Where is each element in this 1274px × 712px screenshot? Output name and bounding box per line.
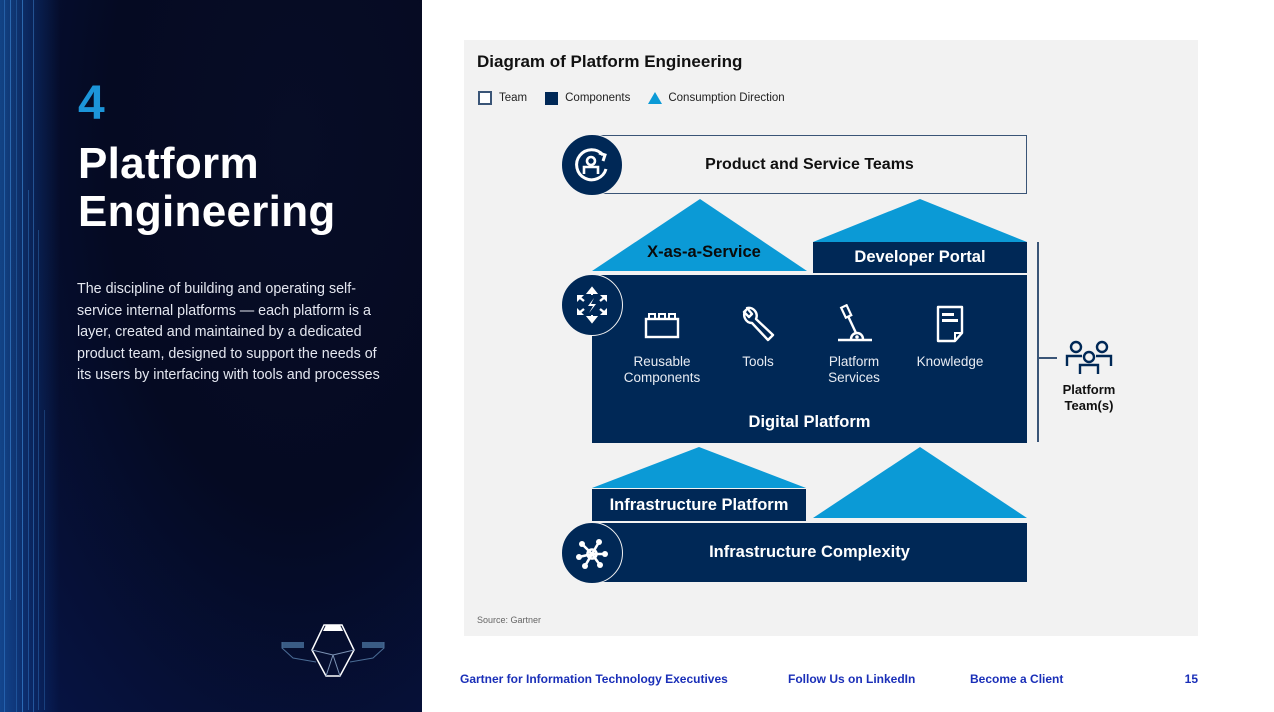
infrastructure-consumption-triangle [813, 447, 1027, 518]
section-title: Platform Engineering [78, 140, 336, 236]
user-refresh-icon [575, 148, 608, 182]
developer-portal-label: Developer Portal [854, 248, 986, 266]
outlined-square-icon [478, 91, 492, 105]
triangle-icon [648, 92, 663, 104]
digital-platform-items: Reusable Components Tools [614, 304, 998, 386]
footer-link-gartner-it-executives[interactable]: Gartner for Information Technology Execu… [460, 672, 728, 686]
legend-label: Components [565, 92, 631, 104]
footer: Gartner for Information Technology Execu… [460, 672, 1198, 690]
xaas-consumption-triangle [592, 199, 807, 271]
background-glow [0, 0, 60, 712]
section-title-line2: Engineering [78, 187, 336, 236]
source-note: Source: Gartner [477, 615, 542, 625]
lightning-arrows-icon [577, 286, 607, 324]
diagram-panel: Diagram of Platform Engineering Team Com… [464, 40, 1198, 636]
product-teams-icon-badge [561, 134, 623, 196]
platform-teams-connector [1039, 357, 1057, 359]
legend: Team Components Consumption Direction [478, 91, 803, 105]
platform-teams-bracket [1037, 242, 1039, 442]
infrastructure-platform-label: Infrastructure Platform [609, 495, 789, 514]
infrastructure-icon-badge [561, 522, 623, 584]
decor-line [44, 410, 45, 710]
section-title-line1: Platform [78, 139, 259, 188]
digital-platform-label: Digital Platform [748, 413, 871, 431]
product-service-teams-label: Product and Service Teams [705, 155, 914, 173]
developer-portal-box: Developer Portal [813, 242, 1027, 273]
decor-line [10, 0, 11, 600]
developer-portal-consumption-triangle [813, 199, 1027, 242]
digital-platform-item: Platform Services [806, 304, 902, 386]
network-hub-icon [576, 539, 608, 569]
product-service-teams-box: Product and Service Teams [592, 135, 1027, 194]
digital-platform-item: Knowledge [902, 304, 998, 386]
footer-link-become-client[interactable]: Become a Client [970, 672, 1064, 686]
filled-square-icon [545, 91, 559, 105]
digital-platform-icon-badge [561, 274, 623, 336]
infrastructure-platform-consumption-triangle [592, 447, 806, 488]
infrastructure-complexity-box: Infrastructure Complexity [592, 523, 1027, 582]
wrench-icon [742, 306, 775, 342]
item-label-line1: Reusable [633, 354, 691, 369]
decor-line [4, 0, 5, 712]
item-label-line2: Components [623, 370, 701, 385]
lever-icon [838, 304, 872, 342]
building-block-icon [644, 313, 680, 339]
platform-teams-label: Platform Team(s) [1049, 382, 1129, 414]
page-number: 15 [1184, 672, 1198, 686]
section-description: The discipline of building and operating… [77, 281, 380, 383]
xaas-label: X-as-a-Service [647, 243, 761, 261]
platform-teams-label-line2: Team(s) [1064, 398, 1114, 413]
decor-line [22, 0, 23, 712]
digital-platform-item: Tools [710, 304, 806, 386]
section-number: 4 [78, 77, 105, 130]
legend-label: Consumption Direction [668, 92, 785, 104]
infrastructure-complexity-label: Infrastructure Complexity [709, 543, 910, 561]
digital-platform-box: Reusable Components Tools [592, 275, 1027, 443]
platform-teams-label-line1: Platform [1062, 382, 1116, 397]
legend-item-components: Components [545, 91, 631, 105]
left-panel: 4 Platform Engineering The discipline of… [0, 0, 422, 712]
decor-line [33, 0, 34, 712]
footer-link-linkedin[interactable]: Follow Us on LinkedIn [788, 672, 916, 686]
document-icon [936, 305, 964, 343]
legend-item-team: Team [478, 91, 527, 105]
legend-item-consumption: Consumption Direction [648, 92, 785, 104]
digital-platform-item: Reusable Components [614, 304, 710, 386]
item-label-line1: Tools [742, 354, 774, 369]
item-label-line1: Platform [828, 354, 880, 369]
legend-label: Team [499, 92, 528, 104]
item-label-line2: Services [828, 370, 880, 385]
decor-line [38, 230, 39, 710]
item-label-line1: Knowledge [916, 354, 984, 369]
team-icon [1065, 340, 1113, 374]
decor-line [16, 0, 17, 712]
gartner-logo-icon [281, 624, 385, 677]
infrastructure-platform-box: Infrastructure Platform [592, 489, 806, 521]
decor-line [28, 190, 29, 710]
diagram-title: Diagram of Platform Engineering [477, 52, 743, 71]
